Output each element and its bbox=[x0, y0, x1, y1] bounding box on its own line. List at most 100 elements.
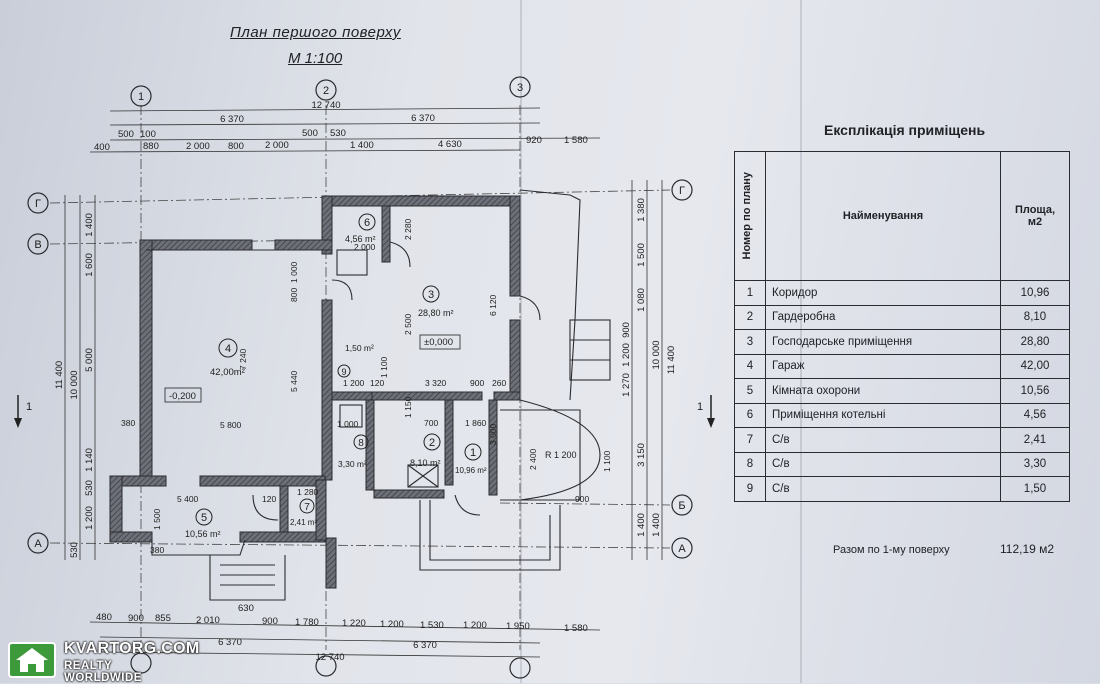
dimension-label: 630 bbox=[238, 603, 254, 614]
interior-dimension: 2 280 bbox=[403, 218, 413, 240]
axis-bubble bbox=[27, 233, 49, 255]
row-number: 8 bbox=[734, 451, 766, 477]
dimension-label: 1 950 bbox=[506, 621, 530, 632]
room-number: 2 bbox=[429, 437, 435, 449]
dimension-label: 6 370 bbox=[411, 113, 435, 124]
dimension-label: 1 220 bbox=[342, 618, 366, 629]
dimension-label: 6 370 bbox=[413, 640, 437, 651]
exterior-wall bbox=[109, 531, 153, 543]
dimension-label: 1 140 bbox=[84, 448, 95, 472]
row-area: 3,30 bbox=[1000, 451, 1070, 477]
room-area: 3,30 m² bbox=[338, 459, 367, 469]
interior-wall bbox=[331, 391, 373, 401]
entrance-steps bbox=[209, 555, 286, 601]
storage-box-cross bbox=[407, 464, 439, 488]
dimension-label: 400 bbox=[94, 142, 110, 153]
room-number: 9 bbox=[341, 367, 346, 377]
row-area: 10,56 bbox=[1000, 378, 1070, 404]
row-area: 28,80 bbox=[1000, 329, 1070, 355]
dimension-label: 12 740 bbox=[311, 100, 340, 111]
room-number: 6 bbox=[364, 217, 370, 229]
axis-bubble bbox=[27, 192, 49, 214]
dimension-label: 880 bbox=[143, 141, 159, 152]
dimension-label: 2 000 bbox=[265, 140, 289, 151]
interior-dimension: 800 bbox=[289, 288, 299, 302]
row-area: 1,50 bbox=[1000, 476, 1070, 502]
dimension-label: 1 530 bbox=[420, 620, 444, 631]
dimension-label: 1 200 bbox=[84, 506, 95, 530]
axis-bubble bbox=[315, 79, 337, 101]
row-number: 5 bbox=[734, 378, 766, 404]
stair-box bbox=[500, 409, 581, 501]
room-number: 1 bbox=[470, 447, 476, 459]
row-name: Гараж bbox=[765, 353, 1001, 379]
axis-label: 3 bbox=[517, 82, 523, 94]
door-swing bbox=[454, 494, 481, 516]
dimension-line bbox=[99, 651, 541, 658]
row-area: 2,41 bbox=[1000, 427, 1070, 453]
axis-label: В bbox=[34, 239, 41, 251]
axis-bubble bbox=[671, 537, 693, 559]
section-label: 1 bbox=[26, 401, 32, 413]
axis-bubble bbox=[130, 652, 152, 674]
interior-dimension: 2 000 bbox=[354, 242, 376, 252]
door-swing bbox=[519, 295, 541, 321]
dimension-label: 1 200 bbox=[463, 620, 487, 631]
axis-line bbox=[49, 542, 671, 549]
plan-title: План першого поверху bbox=[230, 24, 401, 41]
dimension-label: 1 400 bbox=[350, 140, 374, 151]
room-area: 2,41 m² bbox=[290, 518, 317, 527]
interior-dimension: 1 280 bbox=[297, 487, 319, 497]
axis-bubble bbox=[509, 657, 531, 679]
porch-outline bbox=[419, 500, 561, 571]
plan-scale: М 1:100 bbox=[288, 50, 343, 67]
row-area: 42,00 bbox=[1000, 353, 1070, 379]
axis-label: Г bbox=[679, 185, 685, 197]
total-value: 112,19 м2 bbox=[1000, 542, 1055, 556]
dimension-label: 900 bbox=[262, 616, 278, 627]
header-name: Найменування bbox=[765, 151, 1001, 281]
dimension-label: 1 200 bbox=[621, 343, 632, 367]
axis-label: А bbox=[678, 543, 686, 555]
row-number: 2 bbox=[734, 304, 766, 330]
dimension-label: 1 270 bbox=[621, 373, 632, 397]
exterior-wall bbox=[321, 195, 333, 255]
stair-radius: R 1 200 bbox=[545, 450, 577, 460]
interior-wall bbox=[321, 299, 333, 481]
axis-label: А bbox=[34, 538, 42, 550]
interior-wall bbox=[373, 489, 445, 499]
interior-dimension: 5 800 bbox=[220, 420, 242, 430]
porch-outline bbox=[429, 500, 551, 561]
room-number: 3 bbox=[428, 289, 434, 301]
header-number: Номер по плану bbox=[734, 151, 766, 281]
interior-dimension: 380 bbox=[150, 545, 164, 555]
shower-tray bbox=[339, 404, 363, 428]
interior-dimension: 1 100 bbox=[379, 356, 389, 378]
room-number-circle bbox=[464, 443, 482, 461]
section-arrow-icon bbox=[14, 418, 22, 428]
interior-dimension: 1 860 bbox=[465, 418, 487, 428]
dimension-label: 1 080 bbox=[636, 288, 647, 312]
interior-wall bbox=[365, 399, 375, 491]
interior-wall bbox=[279, 485, 289, 533]
boiler-equipment bbox=[336, 249, 368, 276]
house-logo-icon bbox=[8, 642, 56, 678]
axis-label: Б bbox=[678, 500, 685, 512]
dimension-label: 11 400 bbox=[666, 346, 677, 374]
dimension-label: 10 000 bbox=[651, 340, 662, 369]
exterior-wall bbox=[199, 475, 326, 487]
row-name: С/в bbox=[765, 476, 1001, 502]
room-area: 8,10 m² bbox=[410, 458, 441, 468]
dimension-line bbox=[109, 107, 541, 112]
dimension-label: 855 bbox=[155, 613, 171, 624]
row-name: Гардеробна bbox=[765, 304, 1001, 330]
dimension-label: 6 370 bbox=[220, 114, 244, 125]
dimension-label: 10 000 bbox=[69, 370, 80, 399]
interior-dimension: 2 500 bbox=[403, 313, 413, 335]
dimension-line bbox=[99, 636, 541, 644]
interior-dimension: 1 000 bbox=[337, 419, 359, 429]
dimension-label: 1 780 bbox=[295, 617, 319, 628]
